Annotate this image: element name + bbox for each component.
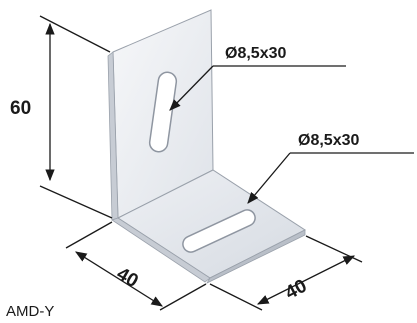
model-label: AMD-Y: [6, 303, 54, 320]
horizontal-plate-front-edge: [205, 229, 306, 284]
vertical-slot-label: Ø8,5x30: [225, 45, 286, 62]
vertical-slot: [148, 71, 178, 153]
horizontal-slot: [182, 209, 256, 253]
horizontal-plate-edge: [111, 217, 211, 283]
horizontal-slot-callout: [247, 152, 414, 204]
depth-dimension: [65, 221, 207, 311]
horizontal-slot-label: Ø8,5x30: [298, 132, 359, 149]
width-dimension: [209, 235, 363, 311]
vertical-slot-callout: [169, 65, 346, 111]
depth-label: 40: [113, 263, 142, 292]
angle-bracket: [107, 9, 306, 284]
height-label: 60: [10, 98, 31, 119]
height-dimension: [39, 15, 113, 219]
